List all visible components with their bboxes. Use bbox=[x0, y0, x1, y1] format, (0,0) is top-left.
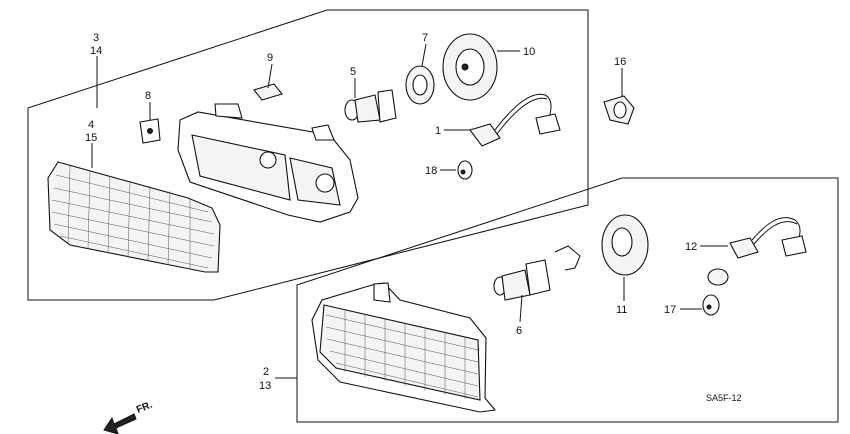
callout-12: 12 bbox=[685, 241, 697, 253]
callout-11: 11 bbox=[616, 304, 627, 316]
lower-assembly-frame bbox=[296, 177, 839, 423]
callout-7: 7 bbox=[422, 32, 428, 44]
harness-upper-part bbox=[469, 93, 561, 147]
front-direction-arrow-icon bbox=[103, 413, 137, 434]
bulb-upper-part bbox=[344, 89, 397, 123]
socket-7-part bbox=[405, 65, 435, 105]
callout-2: 2 bbox=[263, 366, 269, 378]
callout-1: 1 bbox=[435, 125, 441, 137]
callout-8: 8 bbox=[145, 90, 151, 102]
callout-9: 9 bbox=[267, 52, 273, 64]
bulb-lower-part bbox=[493, 245, 581, 301]
callout-3: 3 bbox=[93, 32, 99, 44]
socket-16-part bbox=[603, 95, 635, 125]
callout-5: 5 bbox=[350, 66, 356, 78]
clip-9-part bbox=[253, 83, 283, 101]
front-direction-label: FR. bbox=[135, 399, 154, 415]
callout-6: 6 bbox=[516, 325, 522, 337]
callout-16: 16 bbox=[614, 56, 626, 68]
harness-lower-part bbox=[707, 217, 807, 286]
housing-part bbox=[177, 103, 359, 223]
callout-17: 17 bbox=[664, 304, 676, 316]
lens-part bbox=[47, 161, 221, 273]
leader-lines bbox=[91, 43, 728, 379]
dust-cover-part bbox=[442, 33, 498, 101]
headlight-assembly-part bbox=[311, 282, 497, 413]
callout-15: 15 bbox=[85, 132, 97, 144]
diagram-code: SA5F-12 bbox=[706, 393, 742, 403]
callout-14: 14 bbox=[90, 45, 102, 57]
small-bulb-17-part bbox=[702, 294, 720, 316]
callout-10: 10 bbox=[523, 46, 535, 58]
callout-13: 13 bbox=[259, 380, 271, 392]
callout-4: 4 bbox=[88, 119, 94, 131]
callout-18: 18 bbox=[425, 165, 437, 177]
clip-part bbox=[139, 118, 161, 144]
small-bulb-18-part bbox=[457, 160, 473, 180]
dust-cover-lower-part bbox=[601, 214, 649, 276]
upper-assembly-frame bbox=[27, 9, 589, 301]
